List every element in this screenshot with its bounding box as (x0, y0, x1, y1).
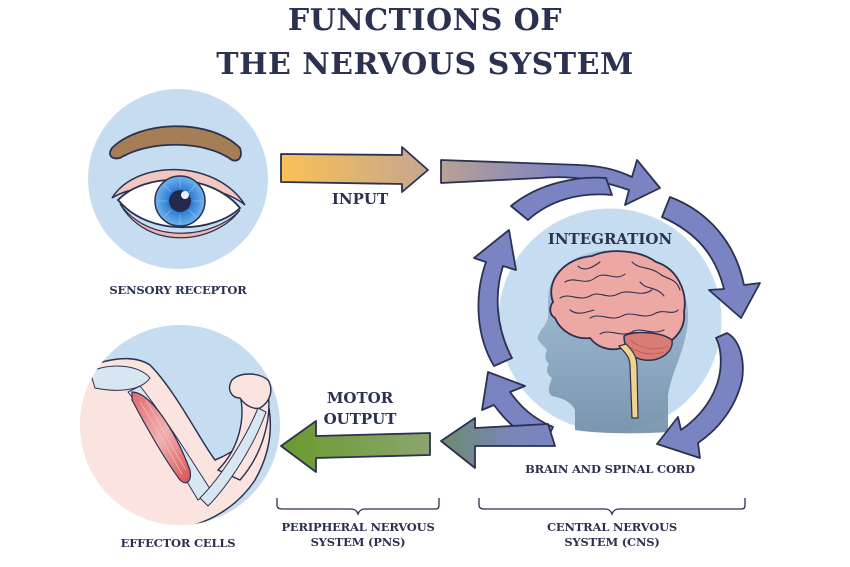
input-to-cns-arrow (440, 159, 661, 206)
effector-cells-label: EFFECTOR CELLS (120, 536, 236, 550)
cycle-arrow-right-bottom (656, 332, 744, 459)
input-label: INPUT (331, 190, 389, 208)
cns-label-line2: SYSTEM (CNS) (564, 535, 660, 549)
brain-spinal-cord-label: BRAIN AND SPINAL CORD (525, 462, 695, 476)
pns-label-line1: PERIPHERAL NERVOUS (281, 520, 435, 534)
pns-bracket (276, 498, 440, 517)
sensory-receptor-label: SENSORY RECEPTOR (109, 283, 247, 297)
cycle-arrow-left (473, 229, 517, 367)
pns-label-line2: SYSTEM (PNS) (310, 535, 406, 549)
brain-icon (549, 250, 686, 419)
cns-label-line1: CENTRAL NERVOUS (546, 520, 678, 534)
page-title-line2: THE NERVOUS SYSTEM (216, 47, 634, 82)
flexed-arm-icon (80, 325, 280, 525)
integration-label: INTEGRATION (547, 230, 673, 248)
cns-to-output-arrow (440, 417, 556, 469)
cycle-arrow-right-top (661, 196, 761, 319)
motor-output-label-line2: OUTPUT (323, 410, 397, 428)
eye-icon (88, 89, 268, 269)
motor-output-label-line1: MOTOR (326, 389, 394, 407)
page-title-line1: FUNCTIONS OF (287, 3, 563, 38)
input-arrow (280, 146, 429, 193)
cycle-arrow-top (510, 176, 613, 221)
cns-bracket (478, 498, 746, 517)
motor-output-arrow (280, 420, 431, 473)
